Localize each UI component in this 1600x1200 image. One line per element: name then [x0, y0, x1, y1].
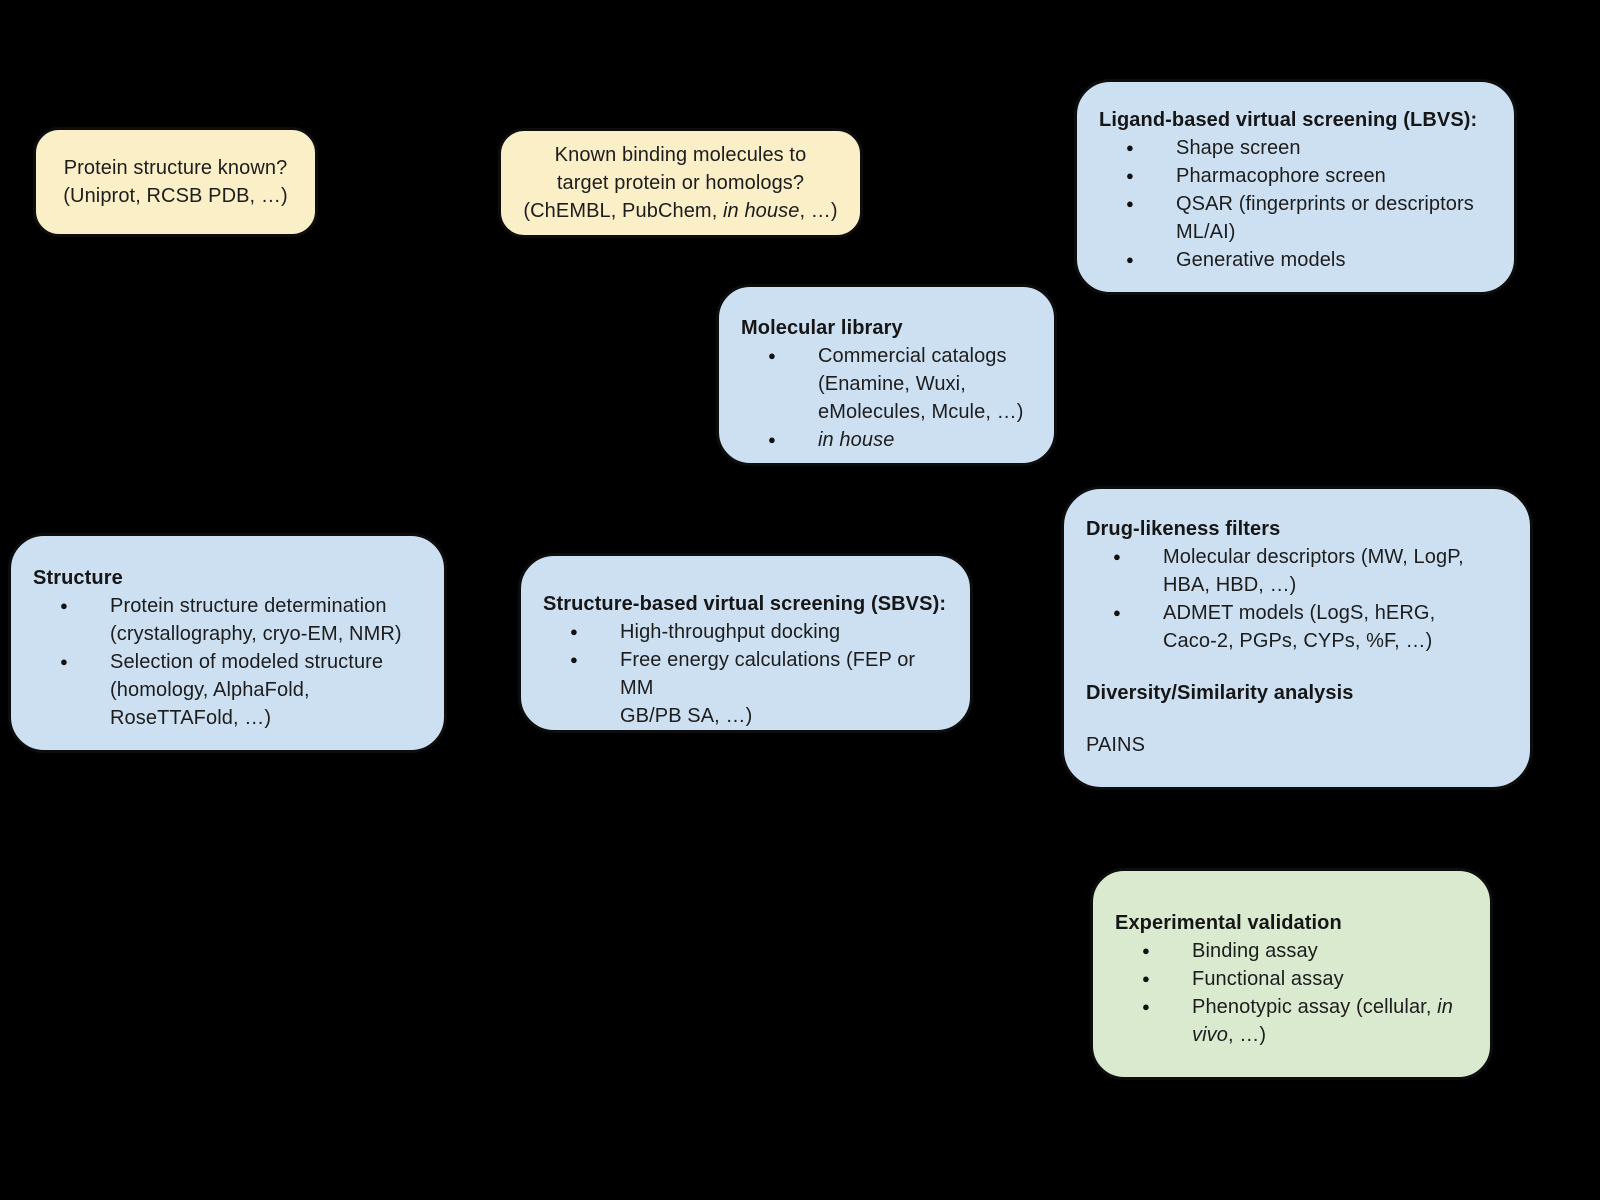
list-item: ● Protein structure determination (cryst…	[33, 592, 426, 648]
list-item: ● Functional assay	[1115, 965, 1472, 993]
spacer	[1086, 655, 1512, 679]
list-item: ● Generative models	[1099, 246, 1496, 274]
list-item: ● ADMET models (LogS, hERG, Caco-2, PGPs…	[1086, 599, 1512, 655]
lbvs-box: Ligand-based virtual screening (LBVS): ●…	[1074, 79, 1517, 295]
list-item-text: Binding assay	[1192, 940, 1318, 962]
pains-label: PAINS	[1086, 734, 1146, 756]
drug-likeness-title: Drug-likeness filters	[1086, 518, 1281, 540]
bullet-icon: ●	[1113, 549, 1121, 564]
bullet-icon: ●	[570, 624, 578, 639]
bullet-icon: ●	[60, 654, 68, 669]
spacer	[1086, 707, 1512, 731]
list-item: ● Molecular descriptors (MW, LogP, HBA, …	[1086, 543, 1512, 599]
list-item-text: GB/PB SA, …)	[620, 705, 753, 727]
list-item-text: Caco-2, PGPs, CYPs, %F, …)	[1163, 630, 1433, 652]
bullet-icon: ●	[1142, 999, 1150, 1014]
bullet-icon: ●	[1142, 943, 1150, 958]
known-binders-question-box: Known binding molecules to target protei…	[498, 128, 863, 238]
question-line: target protein or homologs?	[556, 172, 805, 194]
structure-box: Structure ● Protein structure determinat…	[8, 533, 447, 753]
list-item: ● in house	[741, 426, 1036, 454]
experimental-validation-box: Experimental validation ● Binding assay …	[1090, 868, 1493, 1080]
molecular-library-box: Molecular library ● Commercial catalogs …	[716, 284, 1057, 466]
sbvs-title: Structure-based virtual screening (SBVS)…	[543, 593, 947, 615]
sbvs-box: Structure-based virtual screening (SBVS)…	[518, 553, 973, 733]
list-item-text: Shape screen	[1176, 137, 1301, 159]
list-item-text: (crystallography, cryo-EM, NMR)	[110, 623, 402, 645]
bullet-icon: ●	[1113, 605, 1121, 620]
list-item: ● Shape screen	[1099, 134, 1496, 162]
bullet-icon: ●	[1126, 140, 1134, 155]
list-item-text: in house	[818, 429, 895, 451]
bullet-icon: ●	[60, 598, 68, 613]
list-item-text: HBA, HBD, …)	[1163, 574, 1297, 596]
list-item-text: Selection of modeled structure	[110, 651, 384, 673]
list-item-text: eMolecules, Mcule, …)	[818, 401, 1024, 423]
experimental-validation-title: Experimental validation	[1115, 912, 1342, 934]
list-item-text: Protein structure determination	[110, 595, 387, 617]
list-item-text: Commercial catalogs	[818, 345, 1007, 367]
list-item-text: Molecular descriptors (MW, LogP,	[1163, 546, 1464, 568]
list-item: ● Pharmacophore screen	[1099, 162, 1496, 190]
question-line: (ChEMBL, PubChem, in house, …)	[523, 200, 838, 222]
bullet-icon: ●	[1126, 196, 1134, 211]
bullet-icon: ●	[1126, 168, 1134, 183]
list-item-text: (homology, AlphaFold,	[110, 679, 310, 701]
question-line: (Uniprot, RCSB PDB, …)	[63, 185, 288, 207]
bullet-icon: ●	[768, 348, 776, 363]
molecular-library-title: Molecular library	[741, 317, 903, 339]
list-item: ● High-throughput docking	[543, 618, 952, 646]
list-item: ● Selection of modeled structure (homolo…	[33, 648, 426, 732]
list-item: ● Binding assay	[1115, 937, 1472, 965]
list-item-text: Free energy calculations (FEP or MM	[620, 649, 916, 699]
list-item-text: High-throughput docking	[620, 621, 841, 643]
bullet-icon: ●	[570, 652, 578, 667]
list-item: ● Phenotypic assay (cellular, in vivo, ……	[1115, 993, 1472, 1049]
list-item-text: ML/AI)	[1176, 221, 1236, 243]
list-item: ● QSAR (fingerprints or descriptors ML/A…	[1099, 190, 1496, 246]
structure-title: Structure	[33, 567, 123, 589]
list-item-text: Functional assay	[1192, 968, 1344, 990]
list-item-text: Pharmacophore screen	[1176, 165, 1386, 187]
list-item-text: Phenotypic assay (cellular, in	[1192, 996, 1453, 1018]
bullet-icon: ●	[768, 432, 776, 447]
list-item: ● Commercial catalogs (Enamine, Wuxi, eM…	[741, 342, 1036, 426]
list-item-text: RoseTTAFold, …)	[110, 707, 272, 729]
question-line: Known binding molecules to	[554, 144, 807, 166]
list-item-text: ADMET models (LogS, hERG,	[1163, 602, 1436, 624]
bullet-icon: ●	[1126, 252, 1134, 267]
list-item-text: QSAR (fingerprints or descriptors	[1176, 193, 1474, 215]
list-item-text: vivo, …)	[1192, 1024, 1267, 1046]
list-item-text: (Enamine, Wuxi,	[818, 373, 966, 395]
diversity-similarity-subtitle: Diversity/Similarity analysis	[1086, 682, 1354, 704]
list-item-text: Generative models	[1176, 249, 1346, 271]
drug-likeness-box: Drug-likeness filters ● Molecular descri…	[1061, 486, 1533, 790]
question-line: Protein structure known?	[63, 157, 288, 179]
list-item: ● Free energy calculations (FEP or MM GB…	[543, 646, 952, 730]
lbvs-title: Ligand-based virtual screening (LBVS):	[1099, 109, 1478, 131]
protein-structure-question-box: Protein structure known? (Uniprot, RCSB …	[33, 127, 318, 237]
bullet-icon: ●	[1142, 971, 1150, 986]
